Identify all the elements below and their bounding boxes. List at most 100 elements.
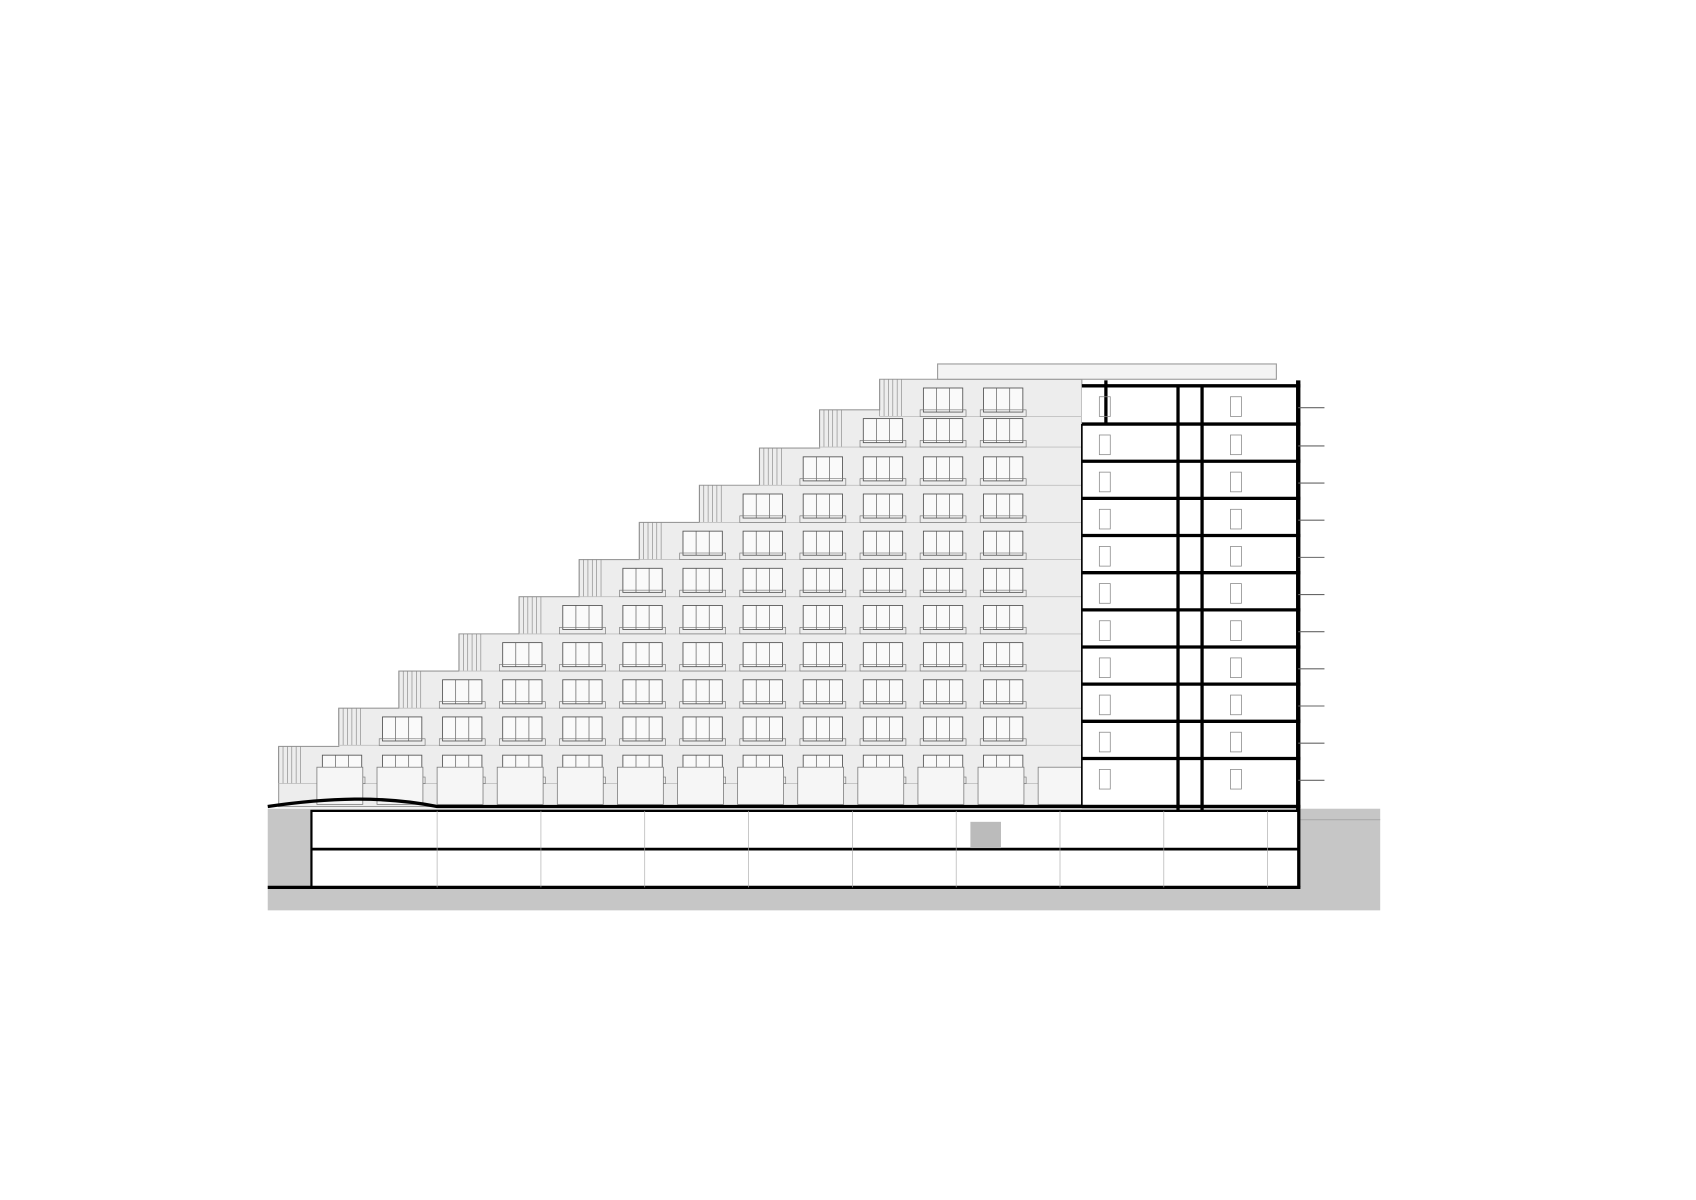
door <box>1230 768 1242 790</box>
window <box>922 642 964 668</box>
window <box>742 567 783 593</box>
balcony-box <box>679 589 726 598</box>
window <box>802 679 843 705</box>
balcony-box <box>859 701 907 709</box>
storefront <box>677 766 724 805</box>
balcony-box <box>859 515 907 523</box>
window <box>862 716 904 742</box>
door <box>1230 620 1242 641</box>
window <box>442 679 483 705</box>
window <box>622 716 663 742</box>
balcony-box <box>919 515 967 523</box>
storefront <box>436 766 484 805</box>
window <box>983 418 1024 444</box>
balcony-box <box>739 515 787 523</box>
balcony-box <box>799 515 847 523</box>
window <box>862 418 904 444</box>
window <box>983 605 1024 630</box>
window <box>622 679 663 705</box>
window <box>682 642 723 668</box>
window <box>742 716 783 742</box>
window <box>382 716 423 742</box>
window <box>562 642 603 668</box>
balcony-box <box>979 552 1027 560</box>
balcony-box <box>559 738 606 746</box>
balcony-box <box>799 664 847 672</box>
balcony-box <box>559 701 606 709</box>
ventilation-grille <box>970 821 1001 849</box>
balcony-box <box>859 478 907 486</box>
balcony-box <box>919 626 967 635</box>
balcony-box <box>438 738 486 746</box>
window <box>922 567 964 593</box>
balcony-box <box>979 409 1027 417</box>
window <box>622 642 663 668</box>
door <box>1098 583 1111 604</box>
door <box>1230 694 1242 716</box>
door <box>1230 471 1242 493</box>
door <box>1098 471 1111 493</box>
balcony-box <box>859 552 907 560</box>
balcony-box <box>799 478 847 486</box>
balcony-box <box>799 701 847 709</box>
balcony-box <box>799 738 847 746</box>
door <box>1098 434 1111 456</box>
facade-outline <box>278 378 1083 808</box>
window <box>502 642 543 668</box>
window <box>862 493 904 519</box>
door <box>1098 396 1111 417</box>
window <box>562 716 603 742</box>
balcony-box <box>739 664 787 672</box>
window <box>862 456 904 482</box>
balcony-box <box>859 440 907 448</box>
window <box>983 679 1024 705</box>
balcony-box <box>499 701 546 709</box>
balcony-box <box>919 664 967 672</box>
window <box>682 716 723 742</box>
balcony-box <box>619 701 666 709</box>
balcony-box <box>739 738 787 746</box>
balcony-box <box>619 626 666 635</box>
balcony-box <box>799 552 847 560</box>
balcony-box <box>919 552 967 560</box>
balcony-box <box>979 664 1027 672</box>
balcony-box <box>559 626 606 635</box>
balcony-box <box>979 440 1027 448</box>
window <box>983 493 1024 519</box>
balcony-box <box>919 409 967 417</box>
storefront <box>496 766 544 805</box>
window <box>983 716 1024 742</box>
window <box>502 716 543 742</box>
balcony-box <box>739 626 787 635</box>
window <box>682 567 723 593</box>
window <box>442 716 483 742</box>
window <box>682 530 723 556</box>
window <box>922 418 964 444</box>
storefront <box>376 766 424 805</box>
door <box>1098 768 1111 790</box>
facade-windows <box>316 387 1085 805</box>
section-cut-tower <box>1081 380 1325 888</box>
window <box>922 530 964 556</box>
window <box>562 605 603 630</box>
balcony-box <box>859 626 907 635</box>
window <box>983 530 1024 556</box>
balcony-box <box>559 664 606 672</box>
window <box>922 493 964 519</box>
storefront <box>1037 766 1085 805</box>
balcony-box <box>619 664 666 672</box>
balcony-box <box>619 589 666 598</box>
tower-interior <box>1081 385 1299 807</box>
storefront <box>917 766 965 805</box>
window <box>622 567 663 593</box>
window <box>802 716 843 742</box>
window <box>983 642 1024 668</box>
window <box>922 716 964 742</box>
door <box>1230 657 1242 678</box>
window <box>983 567 1024 593</box>
balcony-box <box>679 552 726 560</box>
balcony-box <box>979 701 1027 709</box>
balcony-box <box>859 589 907 598</box>
door <box>1098 508 1111 530</box>
